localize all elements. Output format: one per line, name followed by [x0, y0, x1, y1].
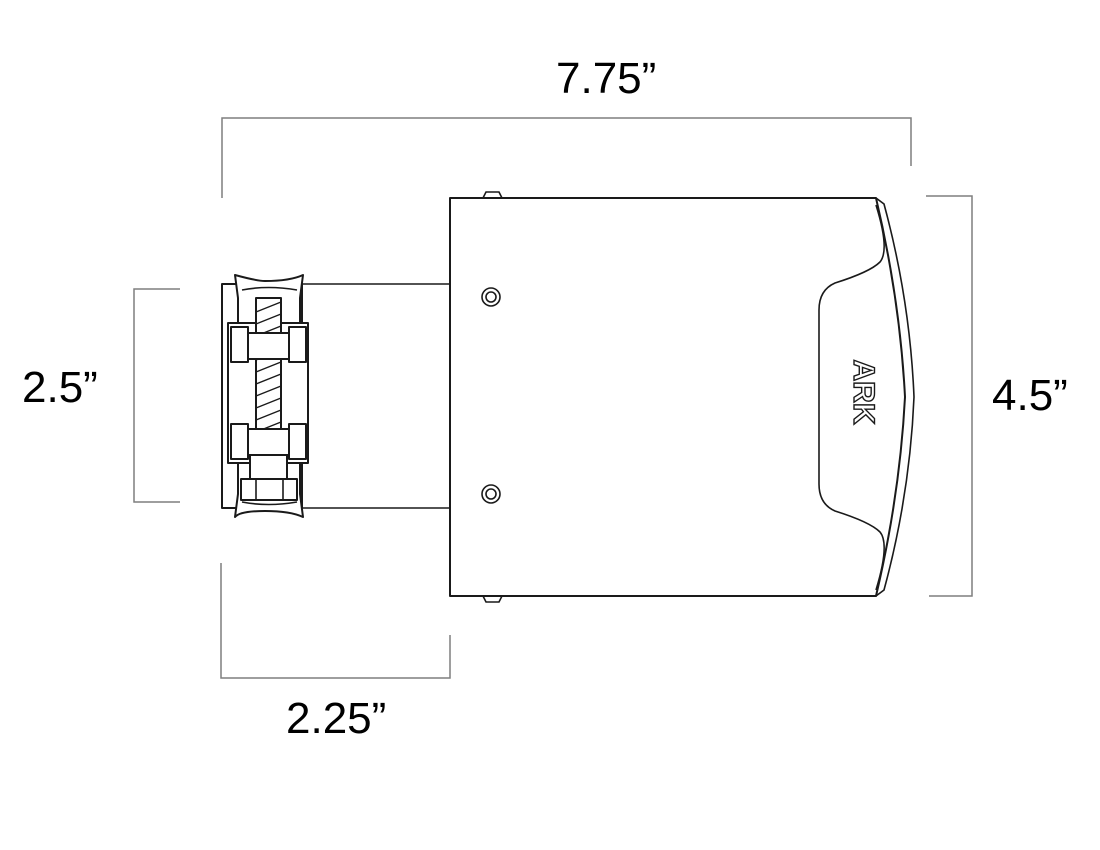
dimension-overall-length-line — [221, 117, 912, 198]
svg-text:ARK: ARK — [847, 360, 880, 425]
dimension-inlet-length-line — [220, 563, 451, 679]
mounting-screw-top-icon — [481, 287, 501, 307]
dimension-inlet-diameter-label: 2.5” — [22, 363, 98, 412]
dimension-outlet-height-line — [926, 195, 973, 597]
clamp — [221, 274, 309, 518]
dimension-overall-length-label: 7.75” — [556, 54, 657, 103]
outlet-body — [449, 191, 915, 603]
dimension-inlet-diameter-line — [133, 288, 180, 503]
dimension-inlet-length-label: 2.25” — [286, 694, 387, 743]
brand-logo-icon: ARK — [846, 359, 880, 426]
dimension-outlet-height-label: 4.5” — [992, 371, 1068, 420]
inlet-pipe — [302, 283, 450, 509]
mounting-screw-bottom-icon — [481, 484, 501, 504]
